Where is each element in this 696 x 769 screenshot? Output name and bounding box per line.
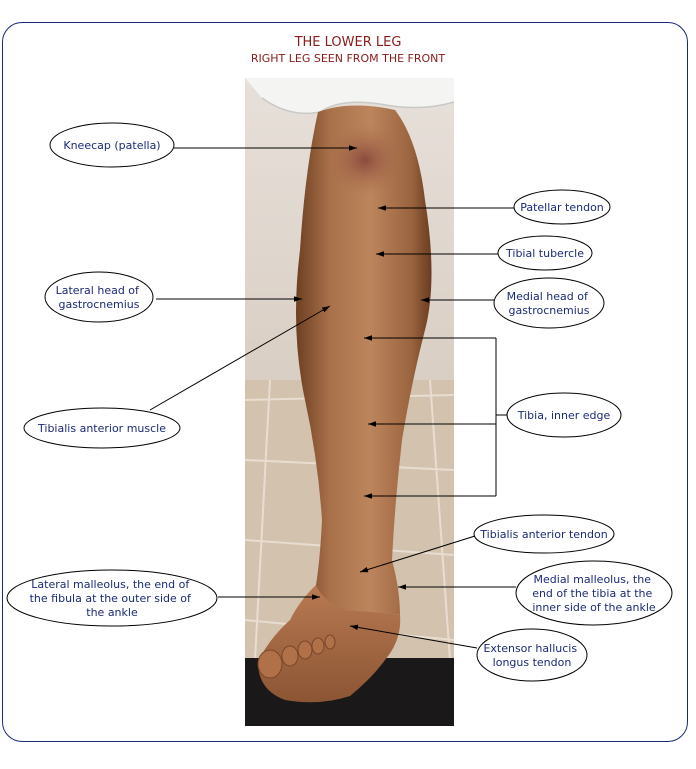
tibialis-anterior-muscle-label: Tibialis anterior muscle (37, 422, 166, 435)
diagram-title: THE LOWER LEG (294, 35, 402, 50)
patellar-tendon-ellipse (513, 189, 611, 225)
extensor-hallucis-ellipse (476, 628, 588, 682)
pointer-lines (149, 145, 516, 649)
tibialis-anterior-tendon-ellipse (473, 514, 615, 554)
diagram-subtitle: RIGHT LEG SEEN FROM THE FRONT (250, 52, 446, 65)
medial-head-label: Medial head of gastrocnemius (507, 290, 592, 317)
medial-malleolus-label: Medial malleolus, the end of the tibia a… (532, 573, 656, 614)
lateral-malleolus-label: Lateral malleolus, the end of the fibula… (30, 578, 195, 619)
label-ellipses (6, 122, 673, 682)
kneecap-label: Kneecap (patella) (63, 139, 160, 152)
tibial-tubercle-ellipse (497, 235, 593, 271)
tibialis-anterior-tendon-pointer (359, 535, 476, 573)
medial-malleolus-ellipse (515, 560, 673, 626)
extensor-hallucis-pointer (349, 624, 478, 649)
tibialis-anterior-muscle-pointer (149, 305, 331, 411)
tibialis-anterior-muscle-ellipse (23, 407, 181, 449)
leg-photo (244, 78, 455, 726)
lateral-head-ellipse (44, 271, 154, 323)
lateral-head-label: Lateral head of gastrocnemius (56, 284, 143, 311)
tibia-inner-edge-label: Tibia, inner edge (517, 409, 611, 422)
tibial-tubercle-label: Tibial tubercle (505, 247, 584, 260)
tibialis-anterior-tendon-label: Tibialis anterior tendon (479, 528, 607, 541)
patellar-tendon-label: Patellar tendon (520, 201, 604, 214)
lateral-malleolus-ellipse (6, 569, 218, 627)
extensor-hallucis-label: Extensor hallucis longus tendon (483, 642, 580, 669)
diagram-frame (2, 22, 688, 742)
kneecap-ellipse (49, 122, 175, 168)
medial-head-ellipse (493, 277, 605, 329)
